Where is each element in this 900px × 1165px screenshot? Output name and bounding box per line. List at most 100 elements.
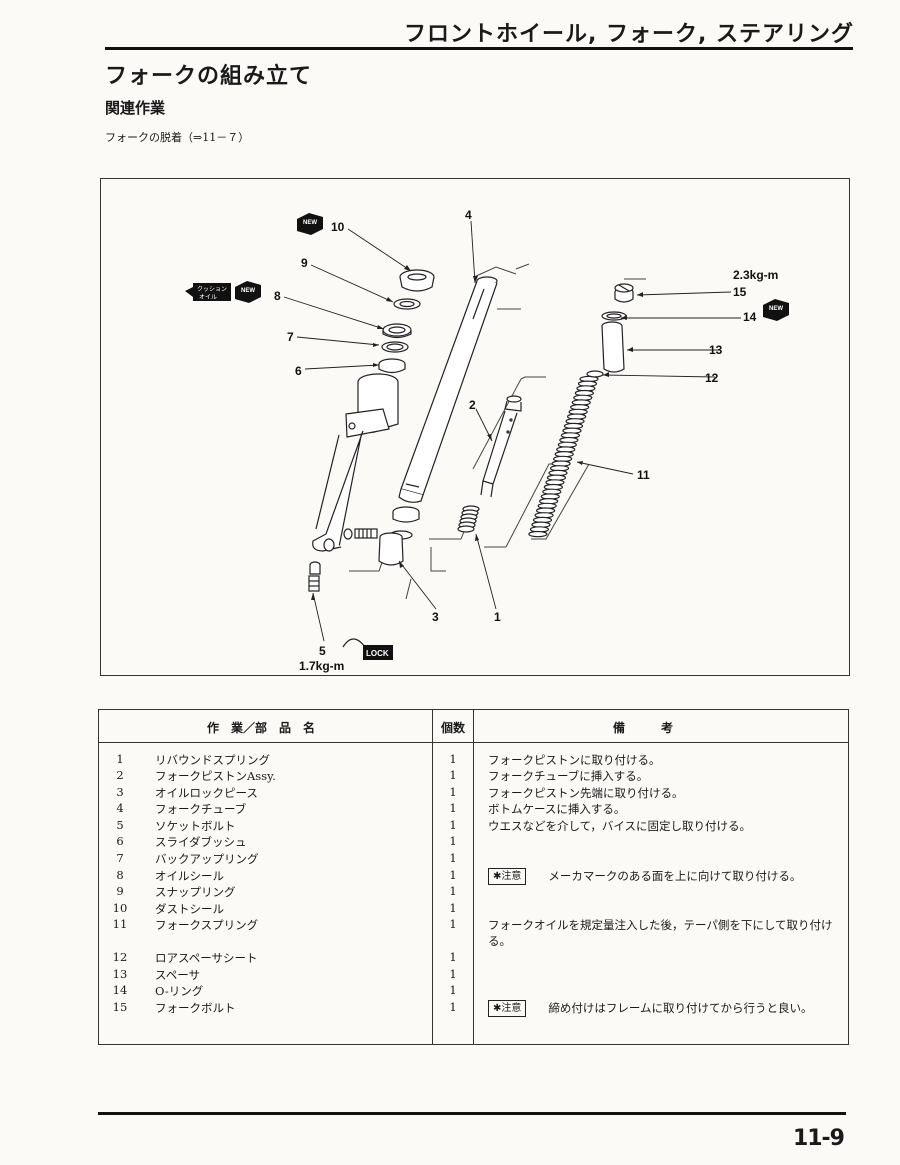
part-name: バックアップリング (155, 852, 259, 866)
row-number: 6 (116, 834, 124, 848)
torque-fork-bolt: 2.3kg-m (733, 268, 778, 282)
torque-socket-bolt: 1.7kg-m (299, 659, 344, 673)
svg-text:クッション: クッション (197, 286, 227, 293)
part-remark: フォークピストンに取り付ける。 (488, 752, 843, 768)
part-remark: ✱注意 メーカマークのある面を上に向けて取り付ける。 (488, 868, 843, 885)
part-name: リバウンドスプリング (155, 753, 270, 767)
remark-text: フォークチューブに挿入する。 (488, 769, 649, 783)
part-remark: ボトムケースに挿入する。 (488, 801, 843, 817)
row-number: 12 (112, 950, 128, 964)
callout-13: 13 (709, 343, 723, 357)
svg-text:オイル: オイル (199, 294, 217, 301)
row-number: 9 (116, 884, 124, 898)
callout-11: 11 (637, 468, 650, 482)
socket-bolt-part (308, 561, 321, 592)
part-name: ダストシール (155, 902, 224, 916)
part-qty: 1 (449, 801, 457, 815)
part-name: ロアスペーサシート (155, 951, 258, 965)
fork-bolt-part (614, 283, 634, 303)
part-qty: 1 (449, 768, 457, 782)
part-qty: 1 (449, 752, 457, 766)
part-name: オイルロックピース (155, 786, 258, 800)
svg-text:NEW: NEW (241, 288, 255, 294)
remark-text: フォークピストン先端に取り付ける。 (488, 786, 684, 800)
svg-text:LOCK: LOCK (366, 649, 389, 658)
spacer-part (586, 311, 627, 378)
page-number: 11-9 (792, 1126, 845, 1151)
row-number: 8 (116, 868, 124, 882)
row-number: 10 (112, 901, 128, 915)
part-qty: 1 (449, 917, 457, 931)
part-name: スペーサ (155, 968, 200, 982)
part-name: O-リング (155, 984, 204, 998)
callout-10: 10 (331, 220, 345, 234)
row-number: 15 (112, 1000, 128, 1014)
part-qty: 1 (449, 785, 457, 799)
part-qty: 1 (449, 818, 457, 832)
part-name: フォークピストンAssy. (155, 769, 276, 783)
part-qty: 1 (449, 884, 457, 898)
footer-rule (98, 1112, 846, 1115)
part-name: フォークボルト (155, 1001, 236, 1015)
part-qty: 1 (449, 967, 457, 981)
part-qty: 1 (449, 868, 457, 882)
part-name: ソケットボルト (155, 819, 236, 833)
svg-text:NEW: NEW (769, 306, 783, 312)
header-qty: 個数 (441, 721, 466, 735)
caution-badge: ✱注意 (488, 1000, 527, 1017)
callout-2: 2 (469, 398, 476, 412)
row-number: 5 (116, 818, 124, 832)
callout-1: 1 (494, 610, 501, 624)
fork-spring-part (528, 375, 599, 538)
callout-12: 12 (705, 371, 719, 385)
row-number: 4 (116, 801, 124, 815)
callout-14: 14 (743, 310, 757, 324)
section-title: 関連作業 (105, 99, 166, 117)
part-name: スライダブッシュ (155, 835, 247, 849)
part-remark: フォークチューブに挿入する。 (488, 768, 843, 784)
new-badge-14: NEW (763, 299, 789, 321)
fork-piston-part (480, 395, 522, 498)
cushion-oil-badge: クッション オイル (185, 283, 231, 301)
row-number: 13 (112, 967, 128, 981)
chapter-title: フロントホイール, フォーク, ステアリング (403, 22, 854, 47)
remark-text: フォークオイルを規定量注入した後，テーパ側を下にして取り付ける。 (488, 918, 833, 948)
fork-exploded-view: 10 9 8 7 6 4 2 3 1 5 11 12 13 14 15 2.3k… (185, 208, 789, 673)
callout-8: 8 (274, 289, 281, 303)
part-qty: 1 (449, 834, 457, 848)
callout-6: 6 (295, 364, 302, 378)
callout-4: 4 (465, 208, 472, 222)
column-divider (432, 710, 433, 1044)
part-qty: 1 (449, 983, 457, 997)
remark-text: メーカマークのある面を上に向けて取り付ける。 (548, 869, 802, 883)
remark-text: ボトムケースに挿入する。 (488, 802, 626, 816)
rebound-spring-part (457, 505, 480, 533)
row-number: 7 (116, 851, 124, 865)
row-number: 14 (112, 983, 128, 997)
seal-stack-part (378, 269, 435, 374)
header-remarks: 備 考 (613, 721, 674, 735)
caution-badge: ✱注意 (488, 868, 527, 885)
part-remark: フォークオイルを規定量注入した後，テーパ側を下にして取り付ける。 (488, 917, 843, 949)
oil-lock-piece-part (378, 532, 404, 566)
row-number: 2 (116, 768, 124, 782)
remark-text: フォークピストンに取り付ける。 (488, 753, 661, 767)
callout-5: 5 (319, 644, 326, 658)
exploded-diagram: 10 9 8 7 6 4 2 3 1 5 11 12 13 14 15 2.3k… (100, 178, 850, 676)
related-task: フォークの脱着（⇒11－７） (105, 131, 250, 144)
parts-table: 作 業／部 品 名 個数 備 考 1 リバウンドスプリング 1 フォークピストンに取り… (98, 709, 849, 1045)
remark-text: 締め付けはフレームに取り付けてから行うと良い。 (548, 1001, 813, 1015)
header-name: 作 業／部 品 名 (207, 721, 316, 735)
page-title: フォークの組み立て (105, 64, 313, 89)
part-name: スナップリング (155, 885, 236, 899)
part-name: フォークチューブ (155, 802, 247, 816)
callout-3: 3 (432, 610, 439, 624)
column-divider (473, 710, 474, 1044)
part-qty: 1 (449, 950, 457, 964)
part-remark: フォークピストン先端に取り付ける。 (488, 785, 843, 801)
part-qty: 1 (449, 851, 457, 865)
svg-text:NEW: NEW (303, 220, 317, 226)
callout-7: 7 (287, 330, 294, 344)
new-badge-8: NEW (235, 281, 261, 303)
part-qty: 1 (449, 901, 457, 915)
